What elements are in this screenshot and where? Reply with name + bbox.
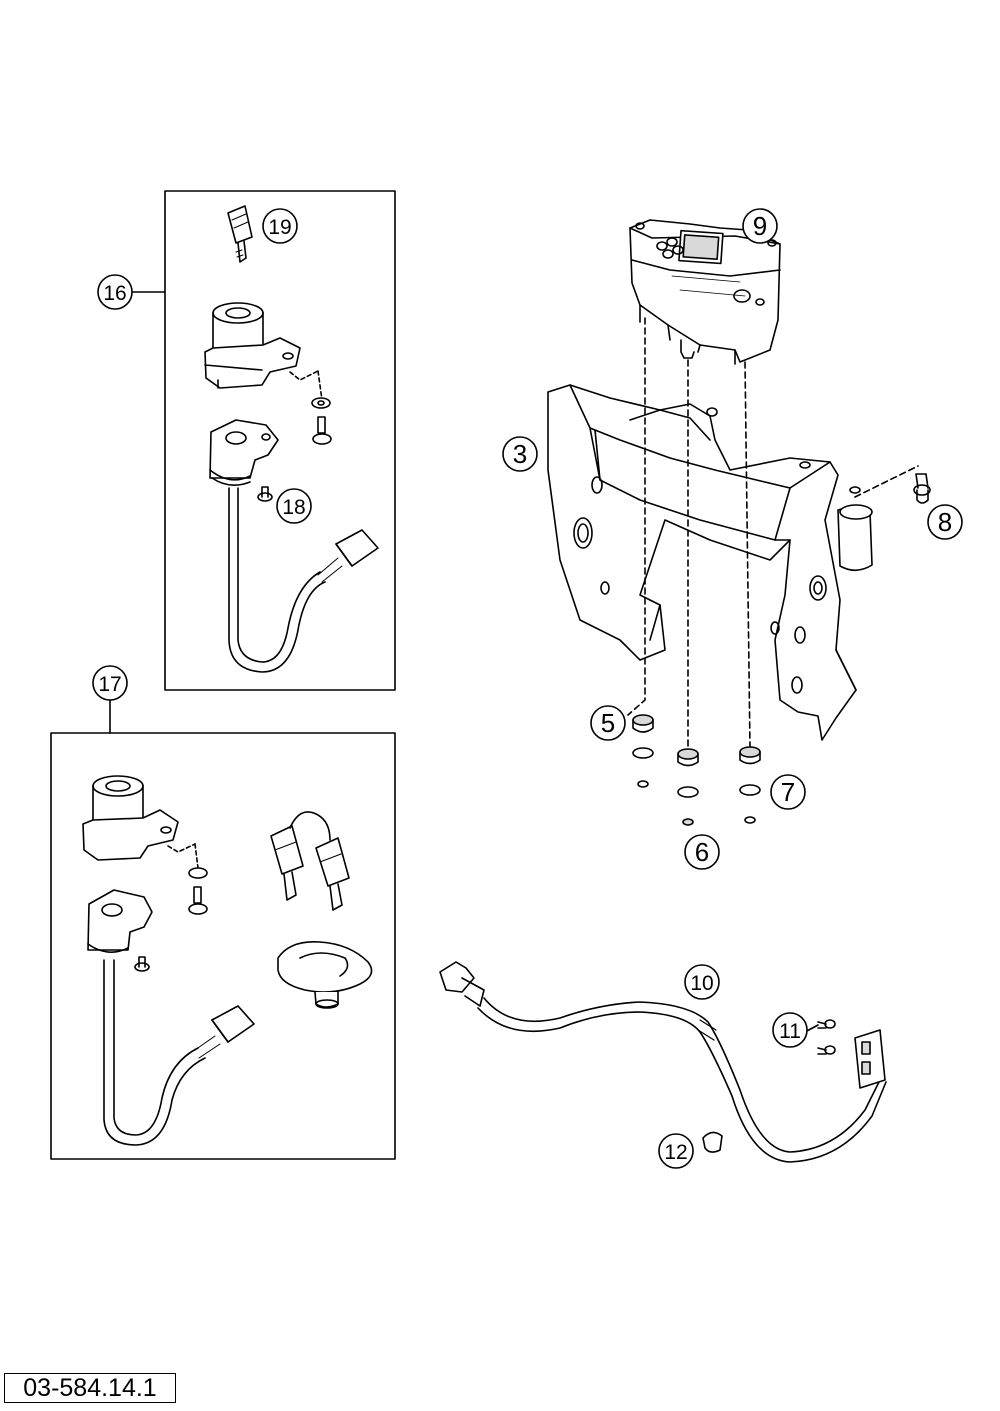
key-part-19: [227, 205, 253, 263]
document-number: 03-584.14.1: [4, 1373, 176, 1403]
callout-18: 18: [282, 496, 305, 519]
key-pair-17: [270, 811, 350, 911]
screw-17b: [134, 956, 150, 972]
callout-11: 11: [779, 1020, 801, 1043]
callout-10: 10: [690, 972, 713, 995]
washer-set-6-7: [632, 746, 761, 826]
callout-9: 9: [753, 211, 767, 241]
speed-sensor-cable-10: [439, 961, 887, 1163]
lock-cylinder-16: [204, 302, 301, 389]
callout-3: 3: [513, 439, 527, 469]
tank-cap-17: [277, 941, 373, 1009]
ignition-switch-17: [87, 889, 255, 1146]
cable-clip-12: [702, 1131, 723, 1153]
screw-16: [312, 416, 332, 445]
instrument-bracket-3: [547, 384, 873, 741]
screws-11: [817, 1019, 836, 1055]
callout-17: 17: [98, 673, 121, 696]
lock-cylinder-17: [82, 775, 179, 861]
callout-8: 8: [938, 507, 952, 537]
callout-19: 19: [268, 216, 291, 239]
callout-6: 6: [695, 837, 709, 867]
callout-12: 12: [664, 1141, 687, 1164]
screw-17: [188, 886, 208, 915]
speedometer-9: [629, 219, 781, 365]
washer-16: [311, 397, 331, 409]
ignition-switch-16: [209, 419, 379, 673]
group-box-16: [164, 190, 396, 691]
group-box-17: [50, 732, 396, 1160]
sensor-holder-11: [854, 1029, 886, 1089]
screw-18: [257, 486, 273, 502]
callout-16: 16: [103, 282, 126, 305]
washer-17: [188, 867, 208, 879]
grommet-5: [632, 714, 654, 733]
screw-8: [913, 473, 931, 504]
callout-5: 5: [601, 708, 615, 738]
callout-7: 7: [781, 777, 795, 807]
